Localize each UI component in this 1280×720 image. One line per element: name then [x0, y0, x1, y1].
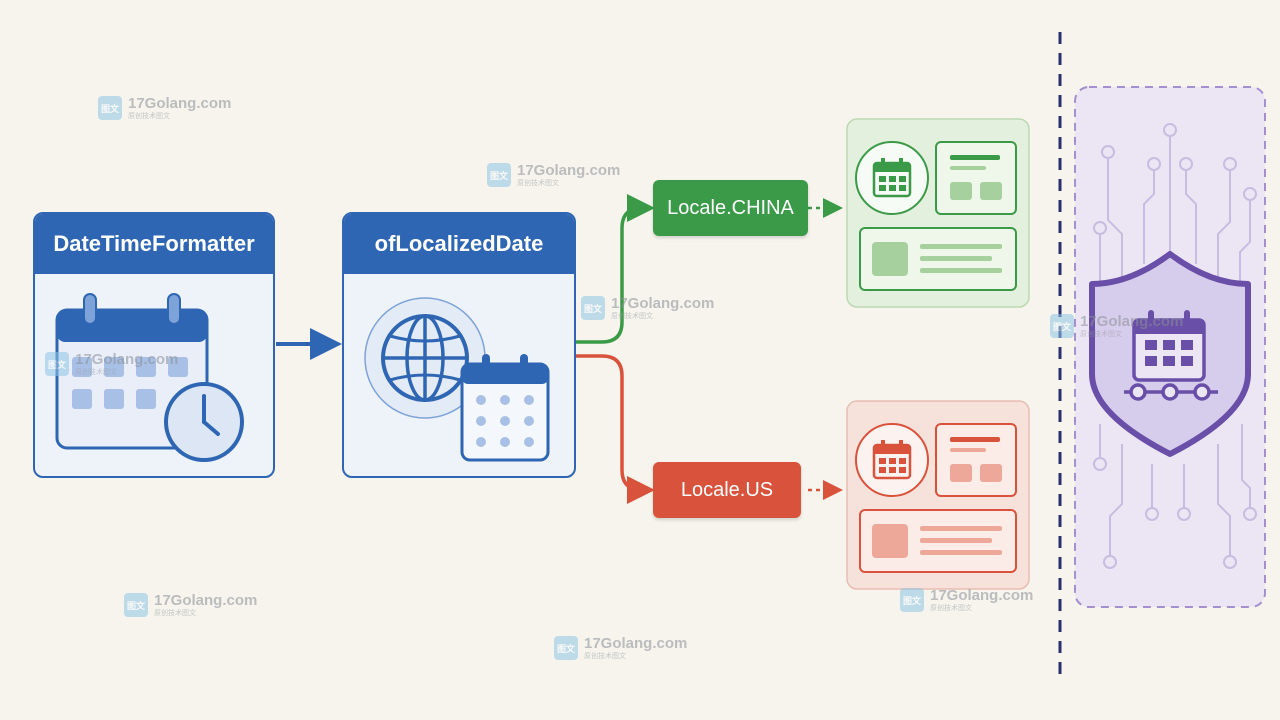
- us-output-panel: [846, 400, 1030, 590]
- watermark-subtext: 原创技术图文: [1080, 331, 1122, 338]
- watermark-text: 17Golang.com: [128, 95, 232, 112]
- branch-red: [576, 354, 655, 504]
- oflocalizeddate-card: ofLocalizedDate: [342, 212, 576, 478]
- watermark-text: 17Golang.com: [75, 351, 179, 368]
- watermark-logo-icon: 图文: [581, 296, 605, 320]
- watermark-subtext: 原创技术图文: [930, 605, 972, 612]
- globe-calendar-icon: [364, 297, 550, 462]
- watermark-logo-icon: 图文: [1050, 314, 1074, 338]
- watermark-logo-icon: 图文: [487, 163, 511, 187]
- watermark-text: 17Golang.com: [1080, 313, 1184, 330]
- watermark-text: 17Golang.com: [154, 592, 258, 609]
- circuit-lines: [1093, 123, 1257, 569]
- watermark-text: 17Golang.com: [930, 587, 1034, 604]
- datetimeformatter-title: DateTimeFormatter: [35, 214, 273, 274]
- watermark-logo-icon: 图文: [98, 96, 122, 120]
- oflocalizeddate-title: ofLocalizedDate: [344, 214, 574, 274]
- watermark-logo-icon: 图文: [900, 588, 924, 612]
- locale-china-pill: Locale.CHINA: [653, 180, 808, 236]
- watermark-logo-icon: 图文: [554, 636, 578, 660]
- branch-green: [576, 194, 655, 344]
- globe-icon: [364, 297, 486, 419]
- watermark-subtext: 原创技术图文: [154, 610, 196, 617]
- watermark-subtext: 原创技术图文: [128, 113, 170, 120]
- calendar-icon: [460, 354, 550, 462]
- china-output-panel: [846, 118, 1030, 308]
- watermark-text: 17Golang.com: [517, 162, 621, 179]
- watermark-logo-icon: 图文: [45, 352, 69, 376]
- security-panel: [1074, 86, 1266, 608]
- watermark-text: 17Golang.com: [611, 295, 715, 312]
- calendar-icon: [855, 141, 929, 215]
- locale-us-pill: Locale.US: [653, 462, 801, 518]
- shield-icon: [1089, 251, 1251, 457]
- watermark-text: 17Golang.com: [584, 635, 688, 652]
- watermark-subtext: 原创技术图文: [75, 369, 117, 376]
- calendar-icon: [855, 423, 929, 497]
- watermark-subtext: 原创技术图文: [611, 313, 653, 320]
- watermark-subtext: 原创技术图文: [517, 180, 559, 187]
- watermark-logo-icon: 图文: [124, 593, 148, 617]
- datetimeformatter-card: DateTimeFormatter: [33, 212, 275, 478]
- watermark-subtext: 原创技术图文: [584, 653, 626, 660]
- calendar-clock-icon: [55, 293, 244, 462]
- clock-icon: [164, 382, 244, 462]
